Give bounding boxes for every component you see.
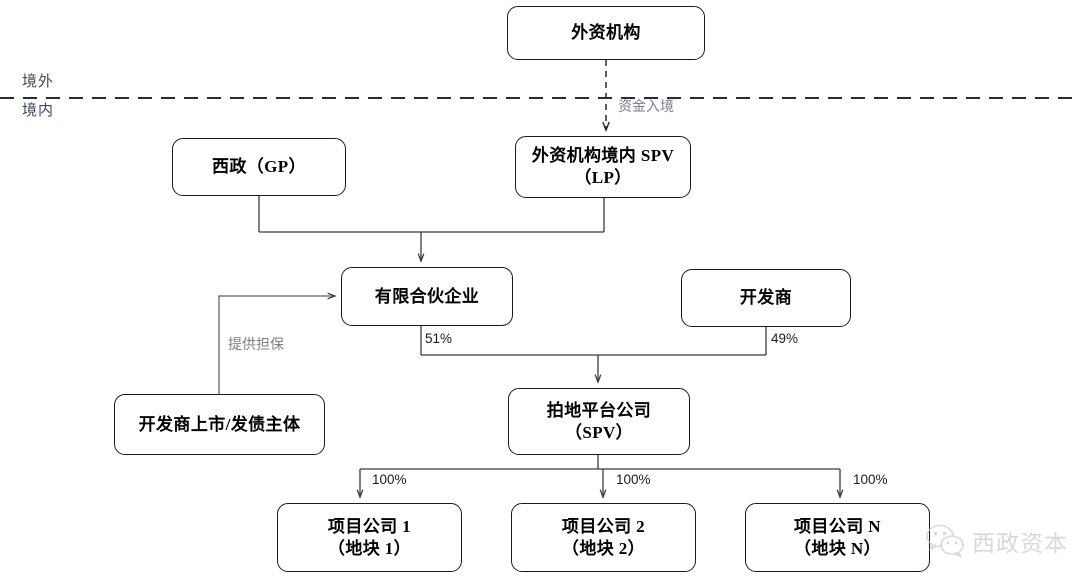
edge-label-100-percent-project-2: 100% bbox=[616, 472, 651, 487]
node-label-line2: （SPV） bbox=[564, 422, 634, 442]
node-label-line2: （地块 1） bbox=[327, 538, 412, 558]
node-limited-partnership[interactable]: 有限合伙企业 bbox=[341, 267, 513, 326]
node-project-company-n[interactable]: 项目公司 N （地块 N） bbox=[745, 503, 930, 572]
edge-label-100-percent-project-1: 100% bbox=[372, 472, 407, 487]
edge-label-51-percent: 51% bbox=[425, 331, 453, 346]
region-label-overseas: 境外 bbox=[22, 74, 55, 90]
region-label-domestic: 境内 bbox=[22, 103, 55, 119]
node-xizheng-gp[interactable]: 西政（GP） bbox=[172, 138, 346, 196]
node-label-line1: 外资机构境内 SPV bbox=[531, 146, 675, 166]
node-label-line1: 项目公司 2 bbox=[561, 516, 646, 536]
watermark-text: 西政资本 bbox=[972, 531, 1068, 556]
node-project-company-1[interactable]: 项目公司 1 （地块 1） bbox=[277, 503, 462, 572]
edge-guarantee bbox=[218, 296, 335, 394]
node-label-line2: （地块 2） bbox=[561, 538, 646, 558]
node-developer[interactable]: 开发商 bbox=[681, 269, 851, 327]
edge-label-guarantee: 提供担保 bbox=[228, 338, 284, 353]
watermark: 西政资本 bbox=[925, 524, 1068, 558]
node-label-line1: 项目公司 1 bbox=[327, 516, 412, 536]
node-land-bidding-platform-spv[interactable]: 拍地平台公司 （SPV） bbox=[508, 388, 690, 455]
edge-label-funds-inbound: 资金入境 bbox=[618, 100, 674, 115]
node-label-line1: 外资机构 bbox=[571, 23, 641, 43]
node-project-company-2[interactable]: 项目公司 2 （地块 2） bbox=[511, 503, 696, 572]
node-label-line1: 开发商 bbox=[739, 288, 793, 308]
edge-label-100-percent-project-n: 100% bbox=[853, 472, 888, 487]
node-developer-listed-bond-entity[interactable]: 开发商上市/发债主体 bbox=[114, 394, 325, 455]
wechat-icon bbox=[926, 524, 964, 558]
node-foreign-institution[interactable]: 外资机构 bbox=[507, 6, 705, 60]
edge-label-49-percent: 49% bbox=[771, 331, 799, 346]
node-label-line2: （LP） bbox=[574, 168, 632, 187]
node-label-line2: （地块 N） bbox=[794, 538, 881, 558]
node-label-line1: 西政（GP） bbox=[211, 157, 306, 177]
node-label-line1: 项目公司 N bbox=[794, 516, 881, 536]
node-label-line1: 开发商上市/发债主体 bbox=[138, 414, 301, 434]
node-label-line1: 有限合伙企业 bbox=[374, 286, 480, 306]
node-foreign-spv-lp[interactable]: 外资机构境内 SPV （LP） bbox=[515, 136, 691, 198]
node-label-line1: 拍地平台公司 bbox=[546, 400, 652, 420]
